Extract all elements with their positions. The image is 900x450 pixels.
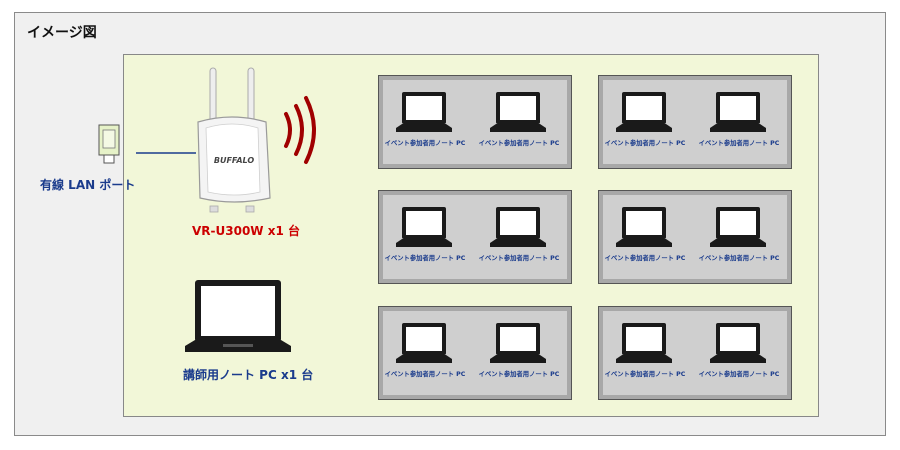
participant-laptop-icon [616, 323, 672, 363]
participant-laptop: イベント参加者用ノート PC [475, 205, 559, 275]
participant-laptop: イベント参加者用ノート PC [475, 321, 559, 391]
participant-laptop-icon [710, 323, 766, 363]
participant-laptop: イベント参加者用ノート PC [381, 205, 465, 275]
participant-laptop-icon [616, 92, 672, 132]
participant-laptop-icon [396, 207, 452, 247]
instructor-laptop-icon [185, 280, 291, 352]
participant-desk: イベント参加者用ノート PC イベント参加者用ノート PC [598, 306, 792, 400]
participant-laptop-label: イベント参加者用ノート PC [478, 371, 560, 378]
participant-desk: イベント参加者用ノート PC イベント参加者用ノート PC [378, 306, 572, 400]
participant-laptop: イベント参加者用ノート PC [475, 90, 559, 160]
participant-laptop: イベント参加者用ノート PC [601, 205, 685, 275]
participant-laptop: イベント参加者用ノート PC [601, 321, 685, 391]
participant-desk: イベント参加者用ノート PC イベント参加者用ノート PC [598, 190, 792, 284]
ap-brand: BUFFALO [214, 156, 254, 165]
participant-desk: イベント参加者用ノート PC イベント参加者用ノート PC [598, 75, 792, 169]
participant-laptop-label: イベント参加者用ノート PC [604, 255, 686, 262]
participant-laptop-label: イベント参加者用ノート PC [698, 140, 780, 147]
instructor-label: 講師用ノート PC x1 台 [183, 368, 314, 382]
participant-laptop-label: イベント参加者用ノート PC [698, 371, 780, 378]
participant-laptop-icon [710, 207, 766, 247]
lan-port-icon [98, 124, 120, 164]
participant-laptop-icon [396, 92, 452, 132]
participant-laptop-label: イベント参加者用ノート PC [478, 140, 560, 147]
participant-laptop-icon [490, 207, 546, 247]
participant-laptop-label: イベント参加者用ノート PC [384, 371, 466, 378]
participant-laptop: イベント参加者用ノート PC [695, 321, 779, 391]
participant-laptop-label: イベント参加者用ノート PC [604, 371, 686, 378]
participant-laptop: イベント参加者用ノート PC [381, 90, 465, 160]
participant-laptop: イベント参加者用ノート PC [381, 321, 465, 391]
participant-laptop: イベント参加者用ノート PC [601, 90, 685, 160]
participant-laptop-icon [490, 92, 546, 132]
port-label: 有線 LAN ポート [40, 178, 136, 192]
participant-laptop-label: イベント参加者用ノート PC [698, 255, 780, 262]
diagram-title: イメージ図 [27, 25, 97, 41]
participant-laptop-label: イベント参加者用ノート PC [604, 140, 686, 147]
ap-label: VR-U300W x1 台 [192, 224, 300, 238]
participant-laptop: イベント参加者用ノート PC [695, 205, 779, 275]
participant-laptop: イベント参加者用ノート PC [695, 90, 779, 160]
participant-laptop-icon [396, 323, 452, 363]
participant-desk: イベント参加者用ノート PC イベント参加者用ノート PC [378, 75, 572, 169]
access-point-icon: BUFFALO [197, 67, 316, 213]
participant-laptop-label: イベント参加者用ノート PC [384, 140, 466, 147]
participant-desk: イベント参加者用ノート PC イベント参加者用ノート PC [378, 190, 572, 284]
participant-laptop-label: イベント参加者用ノート PC [478, 255, 560, 262]
participant-laptop-icon [710, 92, 766, 132]
participant-laptop-icon [490, 323, 546, 363]
participant-laptop-icon [616, 207, 672, 247]
participant-laptop-label: イベント参加者用ノート PC [384, 255, 466, 262]
